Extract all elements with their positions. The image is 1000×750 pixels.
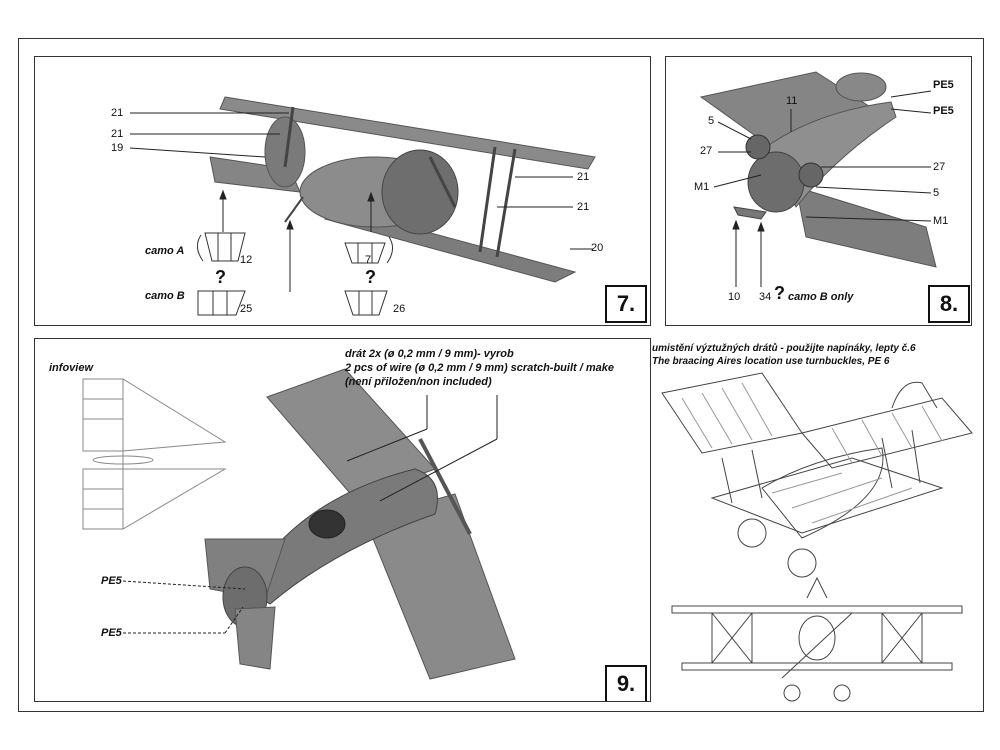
callout-27-a: 27 (700, 145, 713, 157)
camo-b-label: camo B (145, 290, 185, 302)
step-9-panel: infoview drát 2x (ø 0,2 mm / 9 mm)- vyro… (34, 338, 651, 702)
callout-12: 12 (240, 254, 253, 266)
infoview-label: infoview (49, 362, 94, 374)
callout-10: 10 (728, 291, 741, 303)
callout-19: 19 (111, 142, 124, 154)
camo-a-label: camo A (145, 245, 185, 257)
callout-25: 25 (240, 303, 253, 315)
question-mark-a: ? (215, 267, 226, 287)
bracing-title-english: The braacing Aires location use turnbuck… (652, 356, 890, 367)
question-mark-b: ? (365, 267, 376, 287)
callout-5-a: 5 (708, 115, 715, 127)
step-number-7: 7. (605, 285, 647, 323)
callout-pe5-b: PE5 (101, 627, 122, 639)
callout-m1-a: M1 (694, 181, 710, 193)
wire-instruction-line-2: 2 pcs of wire (ø 0,2 mm / 9 mm) scratch-… (345, 362, 614, 374)
callout-pe5-a: PE5 (933, 79, 954, 91)
bracing-title-czech: umistění výztužných drátů - použijte nap… (652, 343, 916, 354)
step-8-illustration (699, 71, 937, 287)
callout-21-b: 21 (111, 128, 124, 140)
callout-7: 7 (365, 254, 372, 266)
wire-instruction-line-1: drát 2x (ø 0,2 mm / 9 mm)- vyrob (345, 348, 514, 360)
camo-b-only-label: camo B only (788, 291, 854, 303)
callout-20: 20 (591, 242, 604, 254)
callout-21-a: 21 (111, 107, 124, 119)
callout-pe5-a: PE5 (101, 575, 122, 587)
step-number-8: 8. (928, 285, 970, 323)
bracing-section: umistění výztužných drátů - použijte nap… (652, 338, 982, 710)
question-mark-camo: ? (774, 283, 785, 303)
callout-26: 26 (393, 303, 406, 315)
callout-5-b: 5 (933, 187, 940, 199)
step-7-panel: 21 21 19 21 21 20 camo A 12 7 ? ? camo B… (34, 56, 651, 326)
step-number-9: 9. (605, 665, 647, 701)
callout-m1-b: M1 (933, 215, 949, 227)
callout-11: 11 (786, 95, 798, 107)
step-7-illustration (129, 96, 596, 316)
wire-instruction-line-3: (není přiložen/non included) (345, 376, 492, 388)
bracing-illustration (661, 372, 973, 702)
callout-21-d: 21 (577, 201, 590, 213)
callout-27-b: 27 (933, 161, 946, 173)
callout-34: 34 (759, 291, 772, 303)
callout-pe5-b: PE5 (933, 105, 954, 117)
step-9-illustration (82, 368, 516, 680)
callout-21-c: 21 (577, 171, 590, 183)
step-8-panel: PE5 PE5 11 5 27 27 5 M1 M1 10 34 ? camo … (665, 56, 972, 326)
